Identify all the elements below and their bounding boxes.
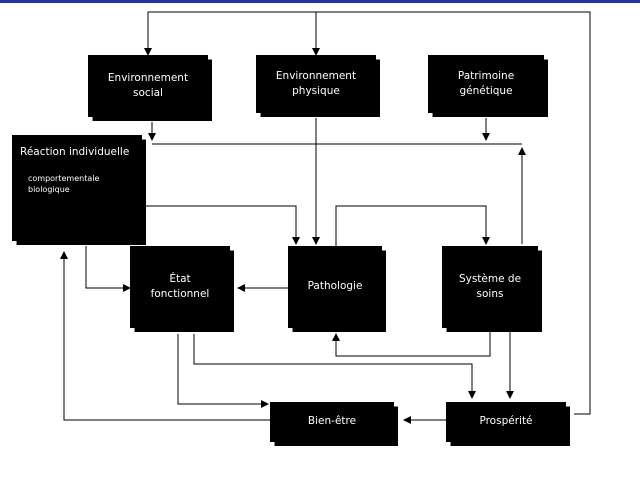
- node-title: Réaction individuelle: [20, 146, 130, 158]
- node-sub-line: comportementale: [28, 174, 100, 184]
- node-pathologie: Pathologie: [288, 246, 386, 332]
- node-environnement-physique: Environnement physique: [256, 55, 380, 117]
- node-label-line: Environnement: [275, 69, 357, 82]
- node-etat-fonctionnel: État fonctionnel: [130, 246, 234, 332]
- node-label-line: Environnement: [107, 71, 189, 84]
- node-label-line: Système de: [458, 272, 522, 285]
- node-sub-line: biologique: [28, 184, 70, 194]
- node-label-line: Pathologie: [307, 280, 363, 293]
- node-label-line: Bien-être: [307, 415, 357, 428]
- connector-pathologie-to-soins: [335, 205, 490, 248]
- node-label-line: Prospérité: [479, 415, 533, 428]
- node-label-line: social: [133, 87, 163, 99]
- connector-soins-to-pathologie: [332, 330, 491, 357]
- connector-prosperite-loop: [144, 11, 591, 415]
- top-rule: [0, 0, 640, 3]
- node-reaction-individuelle: Réaction individuelle comportementale bi…: [12, 135, 146, 245]
- connector-bienetre-to-reaction: [60, 251, 272, 421]
- node-environnement-social: Environnement social: [88, 55, 212, 121]
- node-systeme-de-soins: Système de soins: [442, 246, 542, 332]
- node-label-line: fonctionnel: [150, 288, 210, 300]
- connector-reaction-to-pathologie: [130, 205, 300, 245]
- connector-reaction-to-etat: [85, 246, 131, 292]
- node-label-line: État: [169, 272, 191, 285]
- node-label-line: soins: [476, 288, 504, 300]
- node-patrimoine-genetique: Patrimoine génétique: [428, 55, 548, 117]
- node-label-line: Patrimoine: [457, 69, 515, 82]
- node-label-line: physique: [292, 85, 340, 97]
- connector-etat-to-bienetre: [177, 334, 269, 408]
- node-prosperite: Prospérité: [446, 402, 570, 446]
- node-bien-etre: Bien-être: [270, 402, 398, 446]
- node-label-line: génétique: [459, 85, 513, 97]
- connector-etat-to-prosperite: [193, 334, 476, 399]
